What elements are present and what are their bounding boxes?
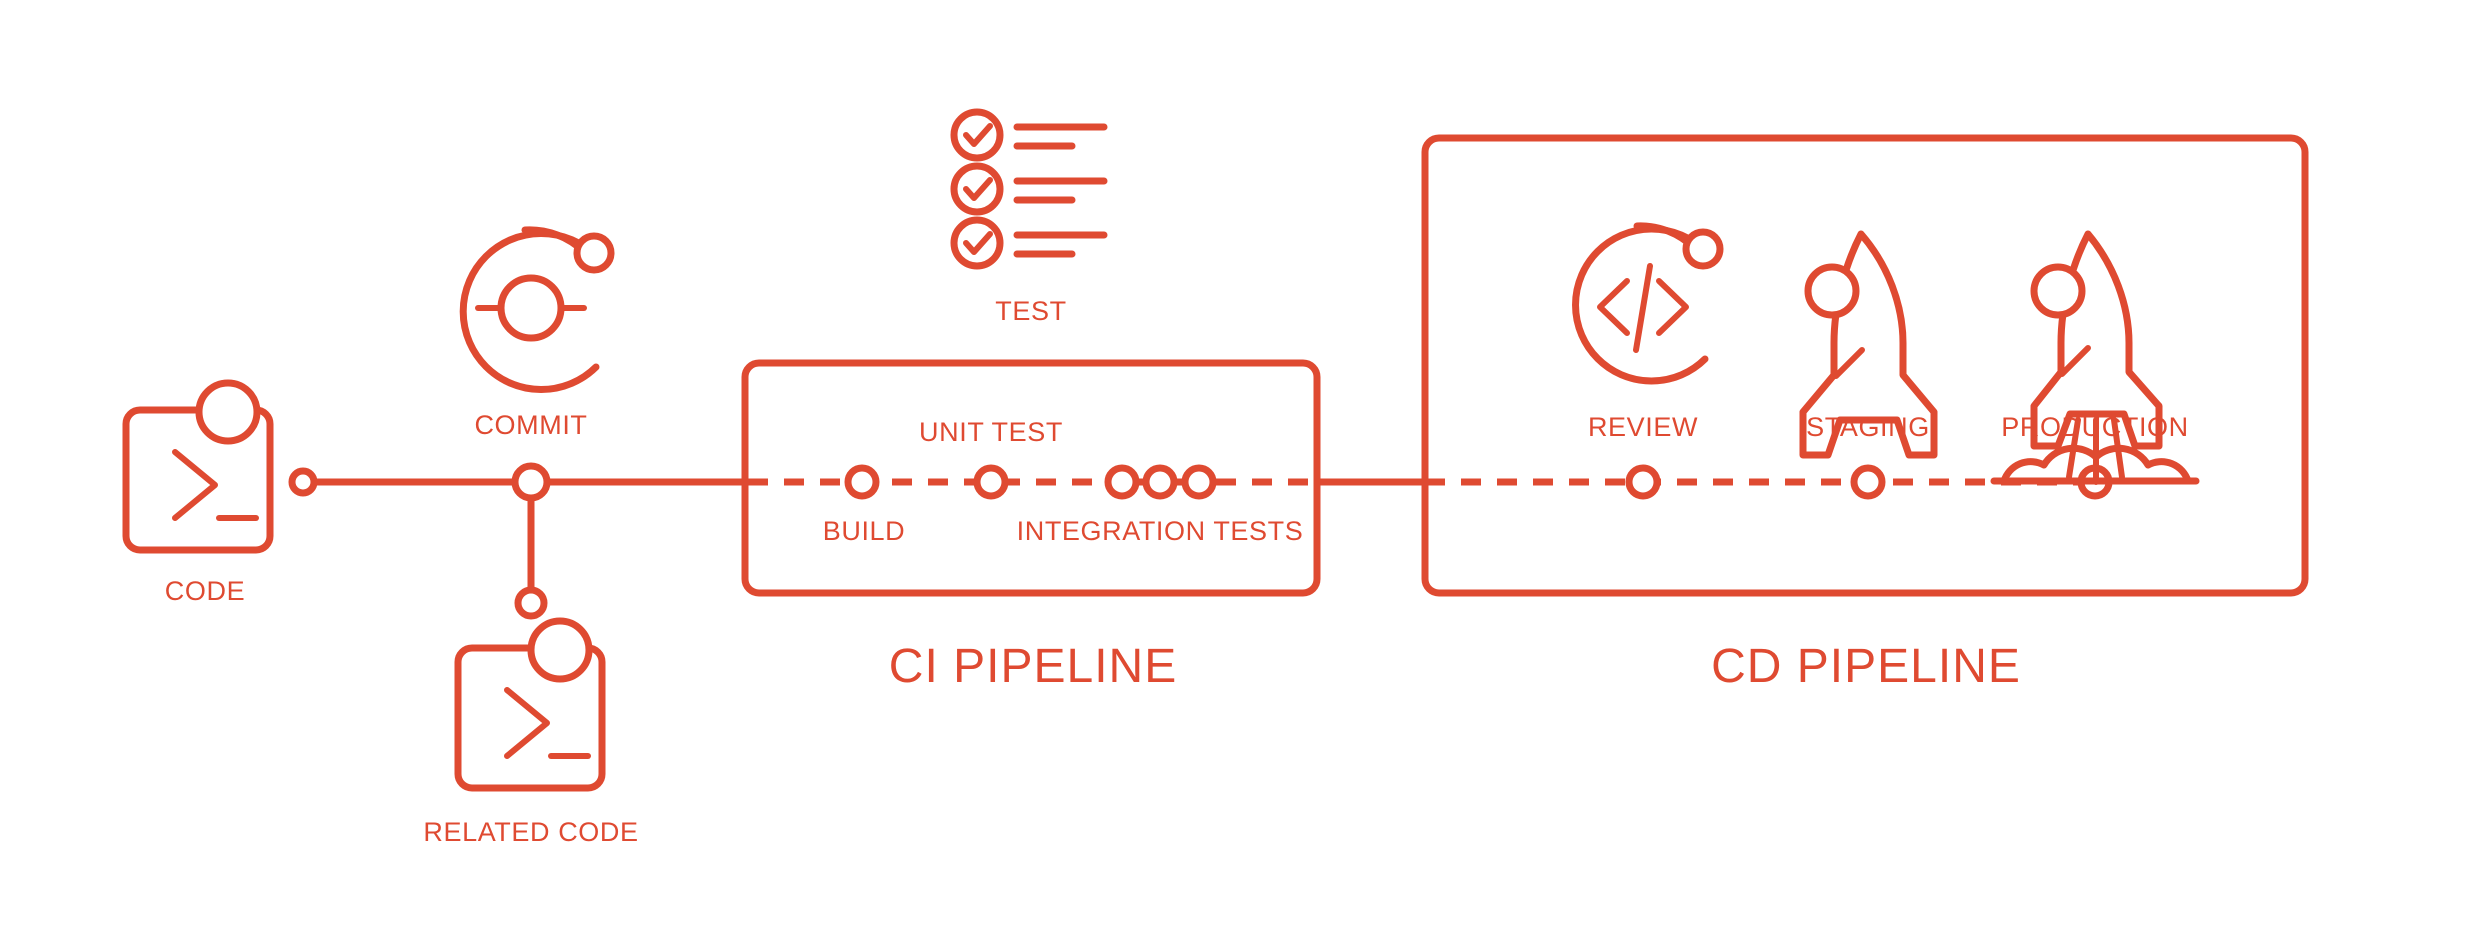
review-angle-left-icon xyxy=(1597,278,1630,336)
stage-label-test: TEST xyxy=(995,296,1066,326)
stage-label-build: BUILD xyxy=(823,516,906,546)
stage-label-related-code: RELATED CODE xyxy=(423,817,638,847)
ci-pipeline-title: CI PIPELINE xyxy=(889,640,1177,693)
node-related-code[interactable] xyxy=(514,586,548,620)
node-integration-test-1[interactable] xyxy=(1104,464,1140,500)
node-integration-test-2[interactable] xyxy=(1142,464,1178,500)
stage-label-review: REVIEW xyxy=(1588,412,1698,442)
related-code-chevron-icon xyxy=(504,687,550,759)
rocket-porthole-icon xyxy=(1804,263,1860,319)
rocket-launch-icon[interactable] xyxy=(1990,230,2200,485)
checklist-check-mark-2-icon xyxy=(963,177,993,201)
code-clipboard-icon[interactable] xyxy=(122,379,274,554)
commit-orbit-dot-icon xyxy=(573,232,615,274)
related-code-clipboard-icon[interactable] xyxy=(454,617,606,792)
rocket-smoke-cloud-icon xyxy=(2000,444,2192,485)
stage-label-staging: STAGING xyxy=(1806,412,1930,442)
node-staging[interactable] xyxy=(1850,464,1886,500)
review-angle-right-icon xyxy=(1656,278,1689,336)
node-review[interactable] xyxy=(1625,464,1661,500)
stage-label-production: PRODUCTION xyxy=(2001,412,2189,442)
commit-node-icon[interactable] xyxy=(459,226,615,393)
checklist-check-circle-1-icon xyxy=(950,108,1004,162)
node-code-output[interactable] xyxy=(288,467,318,497)
code-chevron-icon xyxy=(172,449,218,521)
rocket-launch-inner-fold-icon xyxy=(2059,345,2091,377)
stage-label-integration-tests: INTEGRATION TESTS xyxy=(1017,516,1304,546)
checklist-icon[interactable] xyxy=(950,108,1108,270)
stage-label-commit: COMMIT xyxy=(474,410,587,440)
code-clipboard-badge-icon xyxy=(195,379,261,445)
node-build[interactable] xyxy=(844,464,880,500)
review-orbit-dot-icon xyxy=(1682,228,1724,270)
checklist-check-mark-1-icon xyxy=(963,123,993,147)
review-slash-icon xyxy=(1633,263,1653,353)
checklist-check-circle-2-icon xyxy=(950,162,1004,216)
cd-pipeline-box xyxy=(1421,134,2309,597)
rocket-icon[interactable] xyxy=(1799,230,1938,459)
stage-label-code: CODE xyxy=(165,576,245,606)
node-unit-test[interactable] xyxy=(973,464,1009,500)
related-code-clipboard-badge-icon xyxy=(527,617,593,683)
ci-pipeline-box xyxy=(741,359,1321,597)
rocket-inner-fold-icon xyxy=(1833,347,1865,379)
code-review-circle-icon[interactable] xyxy=(1572,222,1724,385)
cd-pipeline-title: CD PIPELINE xyxy=(1711,640,2021,693)
node-integration-test-3[interactable] xyxy=(1181,464,1217,500)
rocket-launch-porthole-icon xyxy=(2030,263,2086,319)
node-commit[interactable] xyxy=(511,462,551,502)
commit-center-dot-icon xyxy=(497,274,565,342)
stage-label-unit-test: UNIT TEST xyxy=(919,417,1063,447)
checklist-check-circle-3-icon xyxy=(950,216,1004,270)
checklist-check-mark-3-icon xyxy=(963,231,993,255)
